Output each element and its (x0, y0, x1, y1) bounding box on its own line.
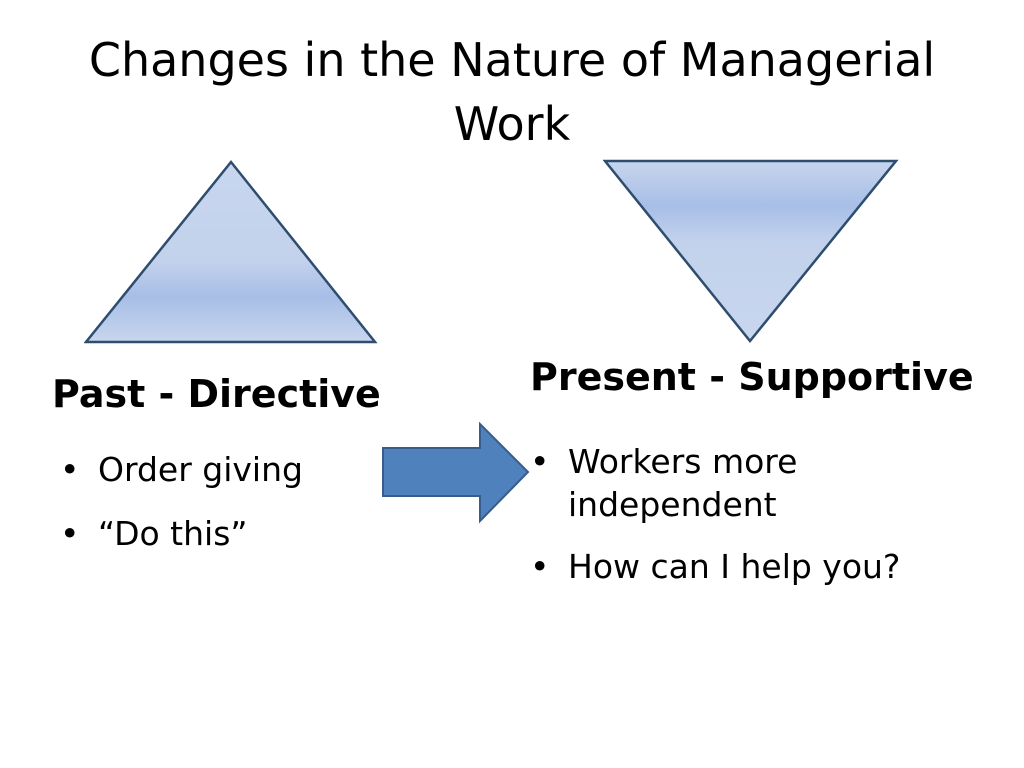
bullet-text: Workers more independent (568, 442, 798, 524)
present-heading: Present - Supportive (530, 355, 974, 399)
list-item: • “Do this” (58, 512, 378, 555)
bullet-text: How can I help you? (568, 547, 901, 586)
slide-title: Changes in the Nature of Managerial Work (88, 33, 936, 151)
right-arrow-icon (382, 422, 530, 524)
downward-triangle-icon (603, 159, 899, 343)
bullet-icon: • (530, 547, 550, 586)
bullet-icon: • (60, 514, 80, 553)
bullet-icon: • (60, 450, 80, 489)
list-item: • Order giving (58, 448, 378, 491)
list-item: • Workers more independent (528, 440, 958, 526)
upward-triangle-icon (84, 160, 378, 344)
bullet-icon: • (530, 442, 550, 481)
past-heading: Past - Directive (52, 372, 381, 416)
bullet-text: “Do this” (98, 514, 248, 553)
list-item: • How can I help you? (528, 545, 958, 588)
bullet-text: Order giving (98, 450, 303, 489)
present-bullet-list: • Workers more independent • How can I h… (528, 440, 958, 607)
past-bullet-list: • Order giving • “Do this” (58, 448, 378, 576)
